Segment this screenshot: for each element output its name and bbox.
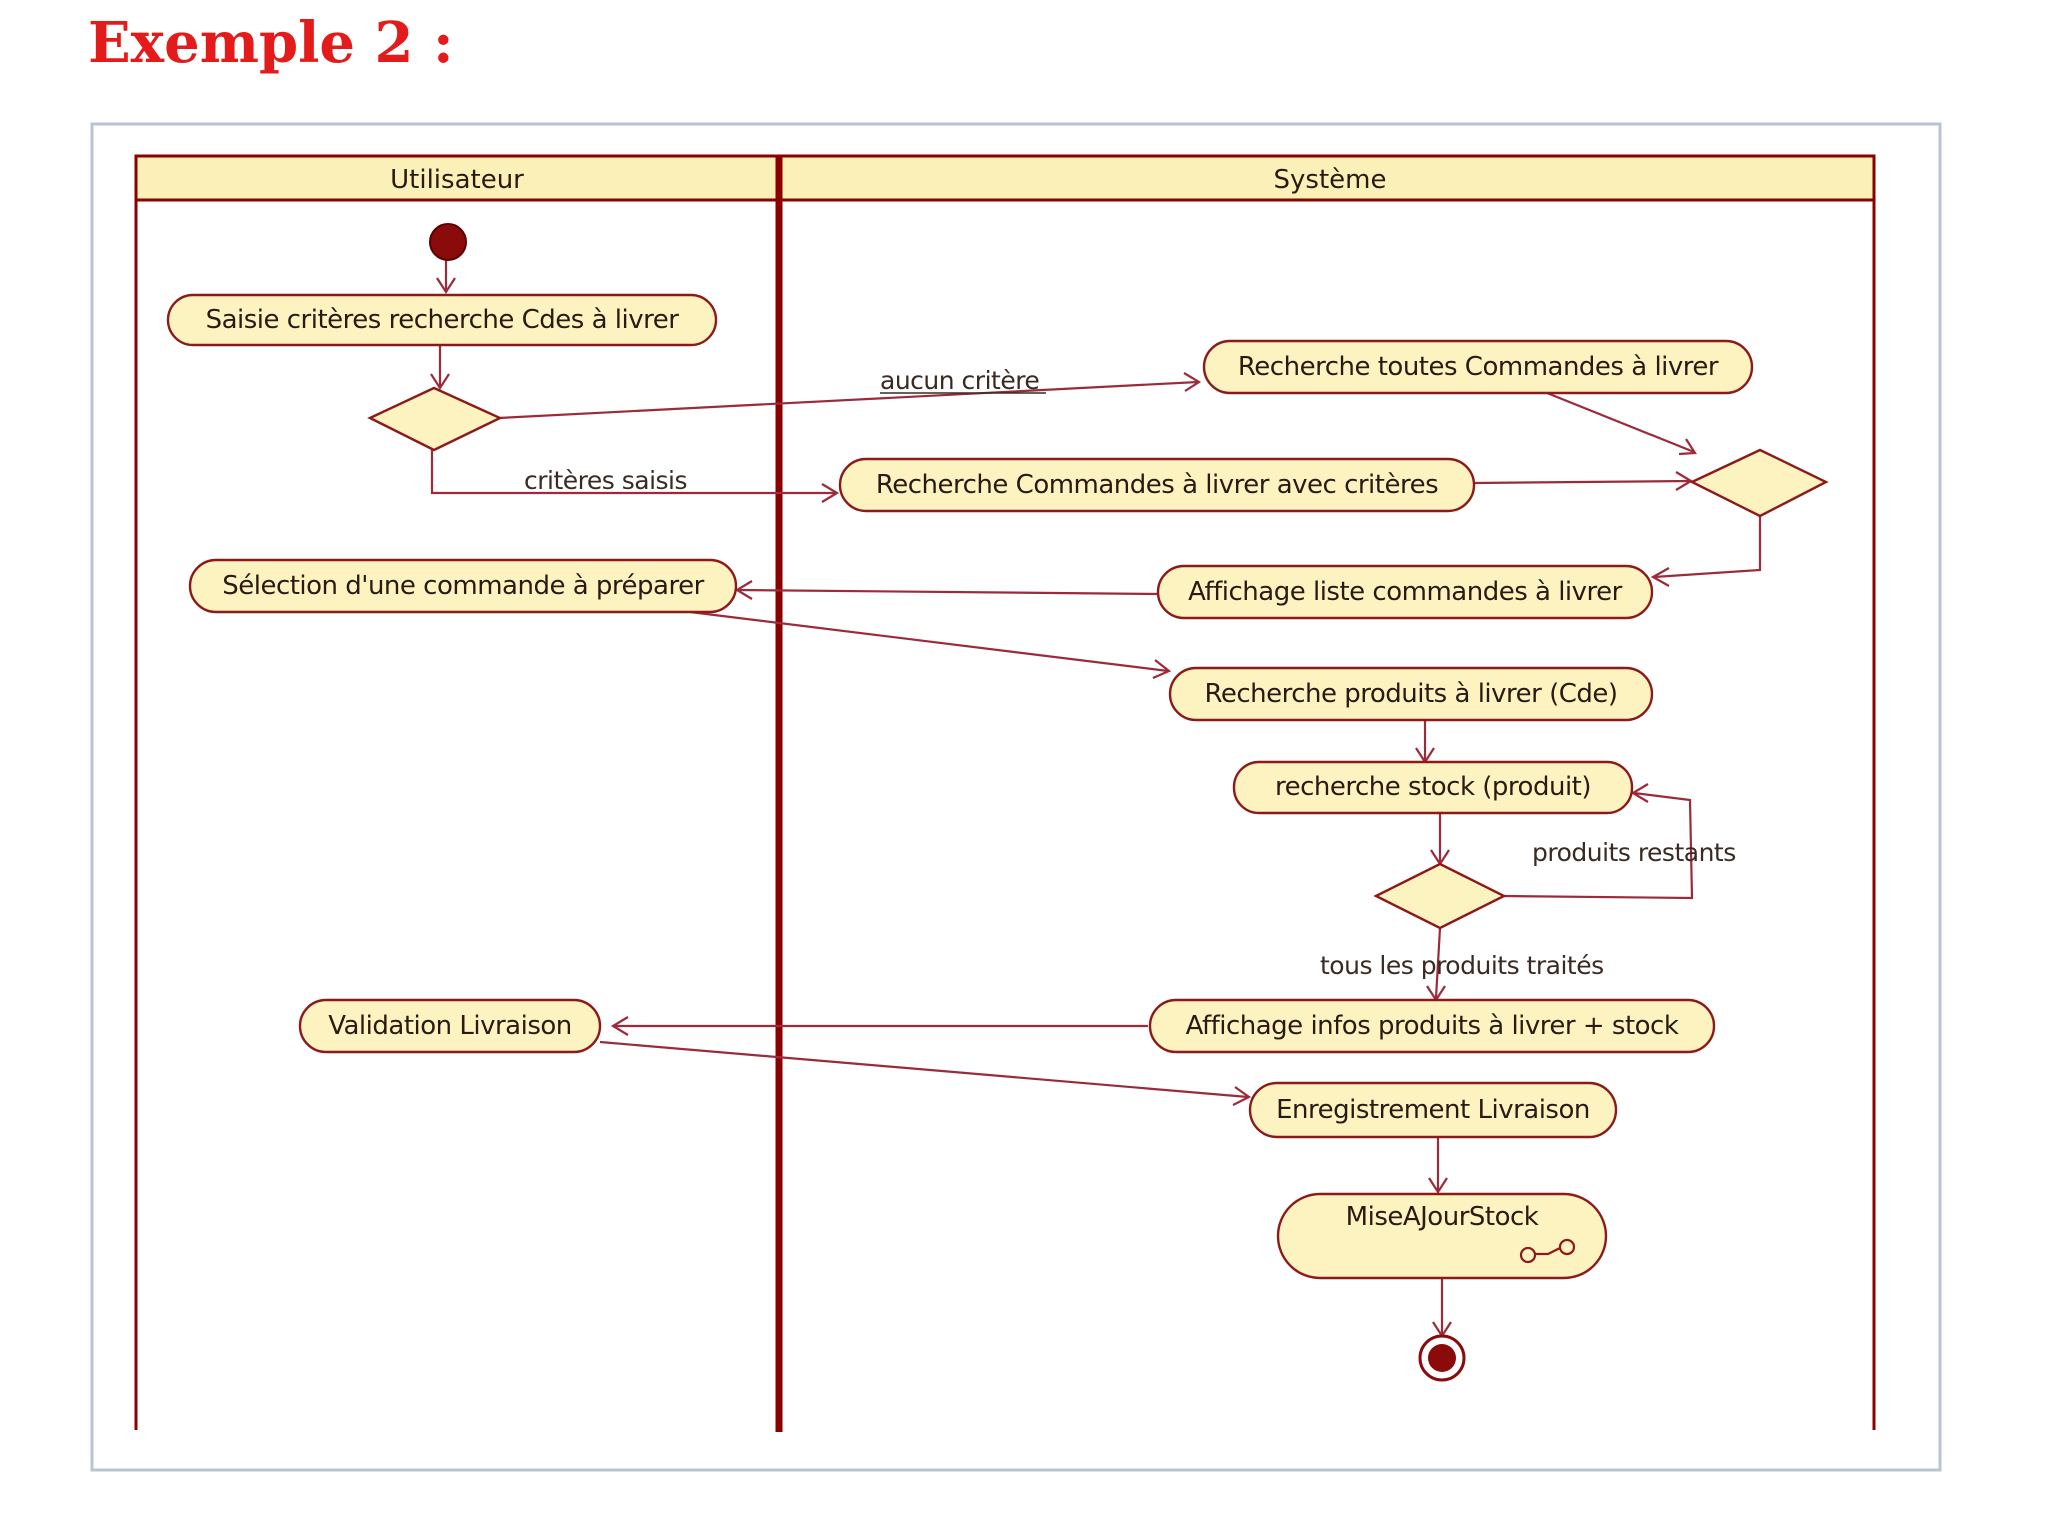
lane-title-system: Système xyxy=(1274,165,1387,195)
activity-mise-a-jour-stock xyxy=(1276,1192,1608,1280)
activity-selection xyxy=(188,558,738,614)
edge-produits-restants xyxy=(1501,791,1694,900)
arrowhead xyxy=(610,1016,629,1036)
activity-recherche-criteres-label: Recherche Commandes à livrer avec critèr… xyxy=(876,470,1438,500)
edge-tous-traites xyxy=(1434,927,1442,999)
decision-produits xyxy=(1373,862,1507,930)
edge-merge-affichage xyxy=(1653,516,1762,579)
arrowhead xyxy=(1630,783,1649,803)
arrowhead xyxy=(1183,372,1202,392)
guard-labels: aucun critère critères saisis produits r… xyxy=(524,366,1736,980)
arrowhead xyxy=(821,483,840,503)
nodes: Saisie critères recherche Cdes à livrer … xyxy=(166,223,1829,1382)
activity-recherche-stock xyxy=(1232,760,1634,815)
edges xyxy=(430,258,1762,1339)
arrowhead xyxy=(1678,438,1697,456)
arrowhead xyxy=(1152,659,1172,680)
activity-affichage-liste-label: Affichage liste commandes à livrer xyxy=(1188,577,1623,607)
initial-node xyxy=(429,223,467,261)
lane-title-user: Utilisateur xyxy=(390,165,524,195)
edge-aucun-critere xyxy=(498,380,1199,420)
merge-commandes xyxy=(1689,448,1829,518)
guard-criteres-saisis: critères saisis xyxy=(524,466,687,495)
guard-tous-traites: tous les produits traités xyxy=(1320,951,1604,980)
arrowhead xyxy=(1232,1086,1252,1106)
activity-affichage-liste xyxy=(1156,564,1654,620)
activity-mise-a-jour-stock-label: MiseAJourStock xyxy=(1346,1202,1539,1232)
arrowhead xyxy=(436,277,456,295)
final-node-core xyxy=(1428,1344,1456,1372)
arrowhead xyxy=(734,580,753,600)
activity-recherche-stock-label: recherche stock (produit) xyxy=(1275,772,1591,802)
guard-produits-restants: produits restants xyxy=(1532,838,1736,867)
activity-saisie-label: Saisie critères recherche Cdes à livrer xyxy=(206,305,680,335)
edge-selection-produits xyxy=(689,610,1169,673)
arrowhead xyxy=(1428,1177,1448,1195)
activity-validation xyxy=(298,998,602,1054)
edge-toutes-merge xyxy=(1546,391,1695,454)
lane-header-user xyxy=(134,154,781,202)
activity-enregistrement-label: Enregistrement Livraison xyxy=(1276,1095,1590,1125)
activity-saisie xyxy=(166,293,718,347)
decision-criteres xyxy=(367,386,503,452)
arrowhead xyxy=(430,373,450,391)
activity-affichage-infos xyxy=(1148,998,1716,1054)
edge-validation-enregistrement xyxy=(599,1040,1249,1099)
activity-enregistrement xyxy=(1248,1081,1618,1139)
activity-affichage-infos-label: Affichage infos produits à livrer + stoc… xyxy=(1186,1011,1679,1041)
swimlanes: Utilisateur Système xyxy=(134,154,1876,1432)
guard-aucun-critere: aucun critère xyxy=(880,366,1039,395)
arrowhead xyxy=(1675,471,1694,491)
arrowhead xyxy=(1650,567,1670,587)
edge-affichage-selection xyxy=(737,588,1159,596)
activity-recherche-toutes-label: Recherche toutes Commandes à livrer xyxy=(1238,352,1719,382)
edge-criteres-merge xyxy=(1473,479,1691,485)
activity-recherche-produits xyxy=(1168,666,1654,722)
lane-header-system xyxy=(777,154,1876,202)
activity-recherche-toutes xyxy=(1202,339,1754,395)
activity-recherche-criteres xyxy=(838,457,1476,513)
page-heading: Exemple 2 : xyxy=(88,10,454,76)
activity-selection-label: Sélection d'une commande à préparer xyxy=(222,571,704,601)
activity-validation-label: Validation Livraison xyxy=(328,1011,572,1041)
edge-criteres-saisis xyxy=(430,450,836,495)
activity-recherche-produits-label: Recherche produits à livrer (Cde) xyxy=(1204,679,1617,709)
rake-icon xyxy=(1519,1238,1576,1264)
